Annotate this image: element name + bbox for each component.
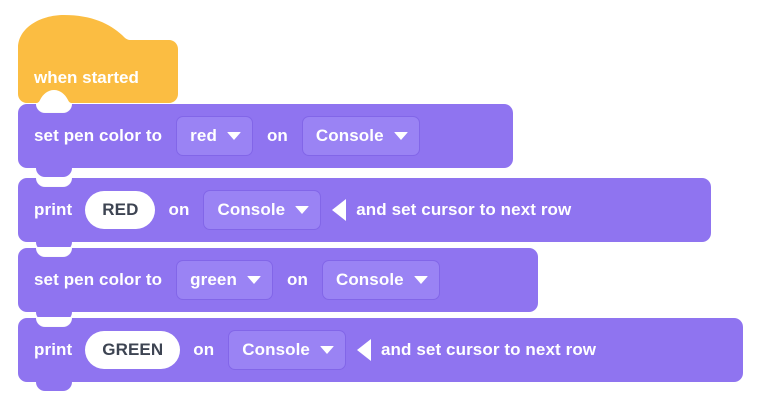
dropdown-target-console[interactable]: Console <box>203 190 322 230</box>
block-notch-top <box>36 103 72 113</box>
dropdown-pen-color-value: green <box>190 270 237 289</box>
dropdown-target-console[interactable]: Console <box>321 260 440 300</box>
block-label-print: print <box>34 200 73 219</box>
dropdown-target-console-value: Console <box>335 270 404 289</box>
dropdown-target-console-value: Console <box>242 340 310 359</box>
block-notch-top <box>36 177 72 187</box>
chevron-down-icon <box>295 206 310 214</box>
block-label-on: on <box>168 200 190 219</box>
dropdown-target-console-value: Console <box>315 126 384 145</box>
text-input-print-value[interactable]: RED <box>85 191 156 229</box>
dropdown-pen-color[interactable]: green <box>176 260 273 300</box>
block-set-pen-color-red[interactable]: set pen color to red on Console <box>18 103 513 177</box>
block-notch-bottom <box>36 311 72 321</box>
block-notch-top <box>36 317 72 327</box>
block-label-print: print <box>34 340 73 359</box>
hat-block-when-started[interactable]: when started <box>18 14 178 104</box>
block-label-on: on <box>286 270 308 289</box>
block-label-set-pen-color: set pen color to <box>34 270 163 289</box>
hat-block-label: when started <box>34 68 139 87</box>
block-notch-top <box>36 247 72 257</box>
block-label-on: on <box>266 126 288 145</box>
dropdown-target-console[interactable]: Console <box>301 116 420 156</box>
block-label-next-row: and set cursor to next row <box>356 200 572 219</box>
block-print-green[interactable]: print GREEN on Console and set cursor to… <box>18 317 743 391</box>
chevron-down-icon <box>319 346 334 354</box>
block-notch-bottom <box>36 381 72 391</box>
block-label-on: on <box>193 340 215 359</box>
block-print-red[interactable]: print RED on Console and set cursor to n… <box>18 177 711 251</box>
triangle-left-icon[interactable] <box>356 339 371 361</box>
chevron-down-icon <box>246 276 261 284</box>
chevron-down-icon <box>226 132 241 140</box>
block-label-set-pen-color: set pen color to <box>34 126 163 145</box>
block-notch-bottom <box>36 241 72 251</box>
block-notch-bottom <box>36 167 72 177</box>
chevron-down-icon <box>393 132 408 140</box>
dropdown-pen-color[interactable]: red <box>176 116 253 156</box>
chevron-down-icon <box>413 276 428 284</box>
block-label-next-row: and set cursor to next row <box>380 340 597 359</box>
hat-block-shape <box>18 15 178 103</box>
dropdown-pen-color-value: red <box>190 126 217 145</box>
text-input-print-value[interactable]: GREEN <box>85 331 181 369</box>
dropdown-target-console[interactable]: Console <box>228 330 346 370</box>
dropdown-target-console-value: Console <box>217 200 286 219</box>
block-set-pen-color-green[interactable]: set pen color to green on Console <box>18 247 538 321</box>
triangle-left-icon[interactable] <box>332 199 347 221</box>
